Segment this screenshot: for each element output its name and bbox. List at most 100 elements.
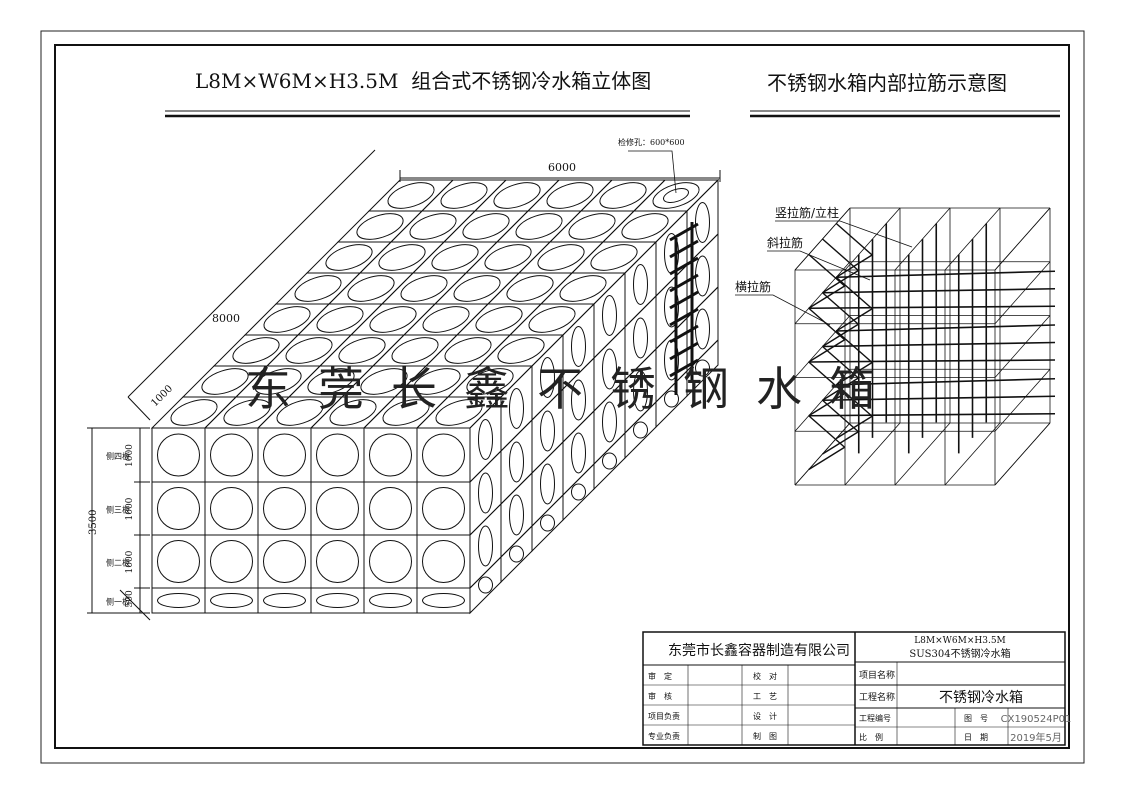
top-bulge	[276, 399, 324, 426]
top-bulge	[493, 182, 541, 209]
grid-line	[844, 422, 901, 486]
horizontal-rod	[808, 412, 1056, 417]
diagonal-rod	[822, 292, 859, 325]
label-vertical-rod: 竖拉筋/立柱	[775, 205, 839, 220]
side-bulge	[540, 463, 555, 505]
tb-role-label: 设 计	[753, 711, 777, 721]
ladder-rung	[669, 290, 699, 310]
horizontal-rod	[822, 287, 1056, 294]
horizontal-rod	[822, 395, 1056, 402]
top-bulge	[453, 275, 501, 302]
dim-width: 6000	[548, 161, 576, 174]
scale-label: 比 例	[859, 732, 883, 742]
top-bulge	[537, 244, 585, 271]
side-panel	[562, 409, 595, 497]
side-bulge	[509, 388, 524, 429]
top-panel	[517, 241, 605, 274]
side-bulge	[602, 348, 617, 390]
tank-isometric	[150, 178, 720, 615]
top-bulge	[356, 213, 404, 240]
front-panel	[416, 427, 471, 483]
top-bulge	[382, 399, 430, 426]
ladder-rung	[669, 239, 699, 259]
panel-bulge	[422, 433, 465, 477]
front-panel	[310, 481, 365, 536]
top-panel	[486, 272, 574, 305]
front-panel	[151, 534, 206, 589]
title-right: 不锈钢水箱内部拉筋示意图	[767, 71, 1007, 95]
top-panel	[539, 272, 627, 305]
side-bulge	[664, 390, 679, 408]
top-panel	[243, 303, 331, 336]
panel-bulge	[157, 540, 200, 583]
side-bulge	[695, 202, 710, 243]
top-bulge	[413, 368, 461, 395]
watermark-char: 钢	[683, 362, 729, 416]
watermark-char: 不	[537, 362, 583, 416]
diagonal-rod	[808, 415, 846, 448]
top-bulge	[590, 244, 638, 271]
diagonal-rod	[822, 399, 859, 433]
dim-height-total: 3500	[88, 510, 99, 535]
diagonal-rod	[808, 446, 845, 471]
dim-line-length	[127, 149, 376, 398]
dimensions	[87, 149, 721, 621]
side-panel	[500, 418, 533, 506]
front-panel	[151, 587, 206, 614]
top-panel	[508, 303, 596, 336]
side-bulge	[540, 410, 555, 452]
top-bulge	[369, 306, 417, 333]
side-panel	[562, 462, 595, 522]
top-bulge	[462, 213, 510, 240]
top-bulge	[378, 244, 426, 271]
top-panel	[433, 272, 521, 305]
side-panel	[500, 471, 533, 559]
side-bulge	[664, 286, 679, 328]
tb-role-label: 制 图	[753, 731, 777, 741]
top-bulge	[431, 244, 479, 271]
tb-role-label: 工 艺	[753, 692, 777, 701]
side-bulge	[633, 317, 648, 359]
drawing-no-label: 图 号	[964, 714, 988, 723]
ladder-rung	[669, 341, 699, 361]
tb-role-label: 审 核	[648, 691, 672, 701]
watermark-char: 箱	[829, 362, 875, 416]
front-panel	[363, 427, 418, 483]
side-bulge	[478, 576, 493, 594]
top-bulge	[338, 337, 386, 364]
side-panel	[624, 240, 657, 329]
row-dim: 500	[125, 590, 135, 607]
top-panel	[570, 241, 658, 274]
top-panel	[473, 179, 561, 212]
panel-bulge	[157, 433, 200, 477]
top-bulge	[360, 368, 408, 395]
top-bulge	[515, 213, 563, 240]
side-bulge	[602, 401, 617, 443]
ladder-rung	[669, 222, 699, 242]
panel-bulge	[369, 593, 412, 608]
front-panel	[416, 587, 471, 614]
panel-bulge	[316, 433, 359, 477]
inner-frame	[54, 44, 1070, 749]
side-panel	[469, 502, 502, 590]
side-bulge	[509, 494, 524, 536]
top-bulge	[484, 244, 532, 271]
front-panel	[151, 427, 206, 483]
spec-line2: SUS304不锈钢冷水箱	[909, 647, 1010, 660]
top-panel	[464, 241, 552, 274]
diagonal-rod	[835, 330, 873, 364]
side-panel	[593, 271, 626, 360]
panel-bulge	[157, 487, 200, 530]
diagonal-rod	[808, 339, 845, 363]
side-bulge	[633, 421, 648, 439]
panel-bulge	[210, 433, 253, 477]
diagonal-rod	[808, 253, 846, 287]
top-panel	[548, 210, 636, 243]
top-bulge	[232, 337, 280, 364]
row-dim: 1000	[125, 550, 135, 573]
panel-bulge	[263, 487, 306, 530]
diagonal-rod	[808, 361, 846, 395]
top-bulge	[391, 337, 439, 364]
horizontal-rod	[836, 270, 1056, 279]
